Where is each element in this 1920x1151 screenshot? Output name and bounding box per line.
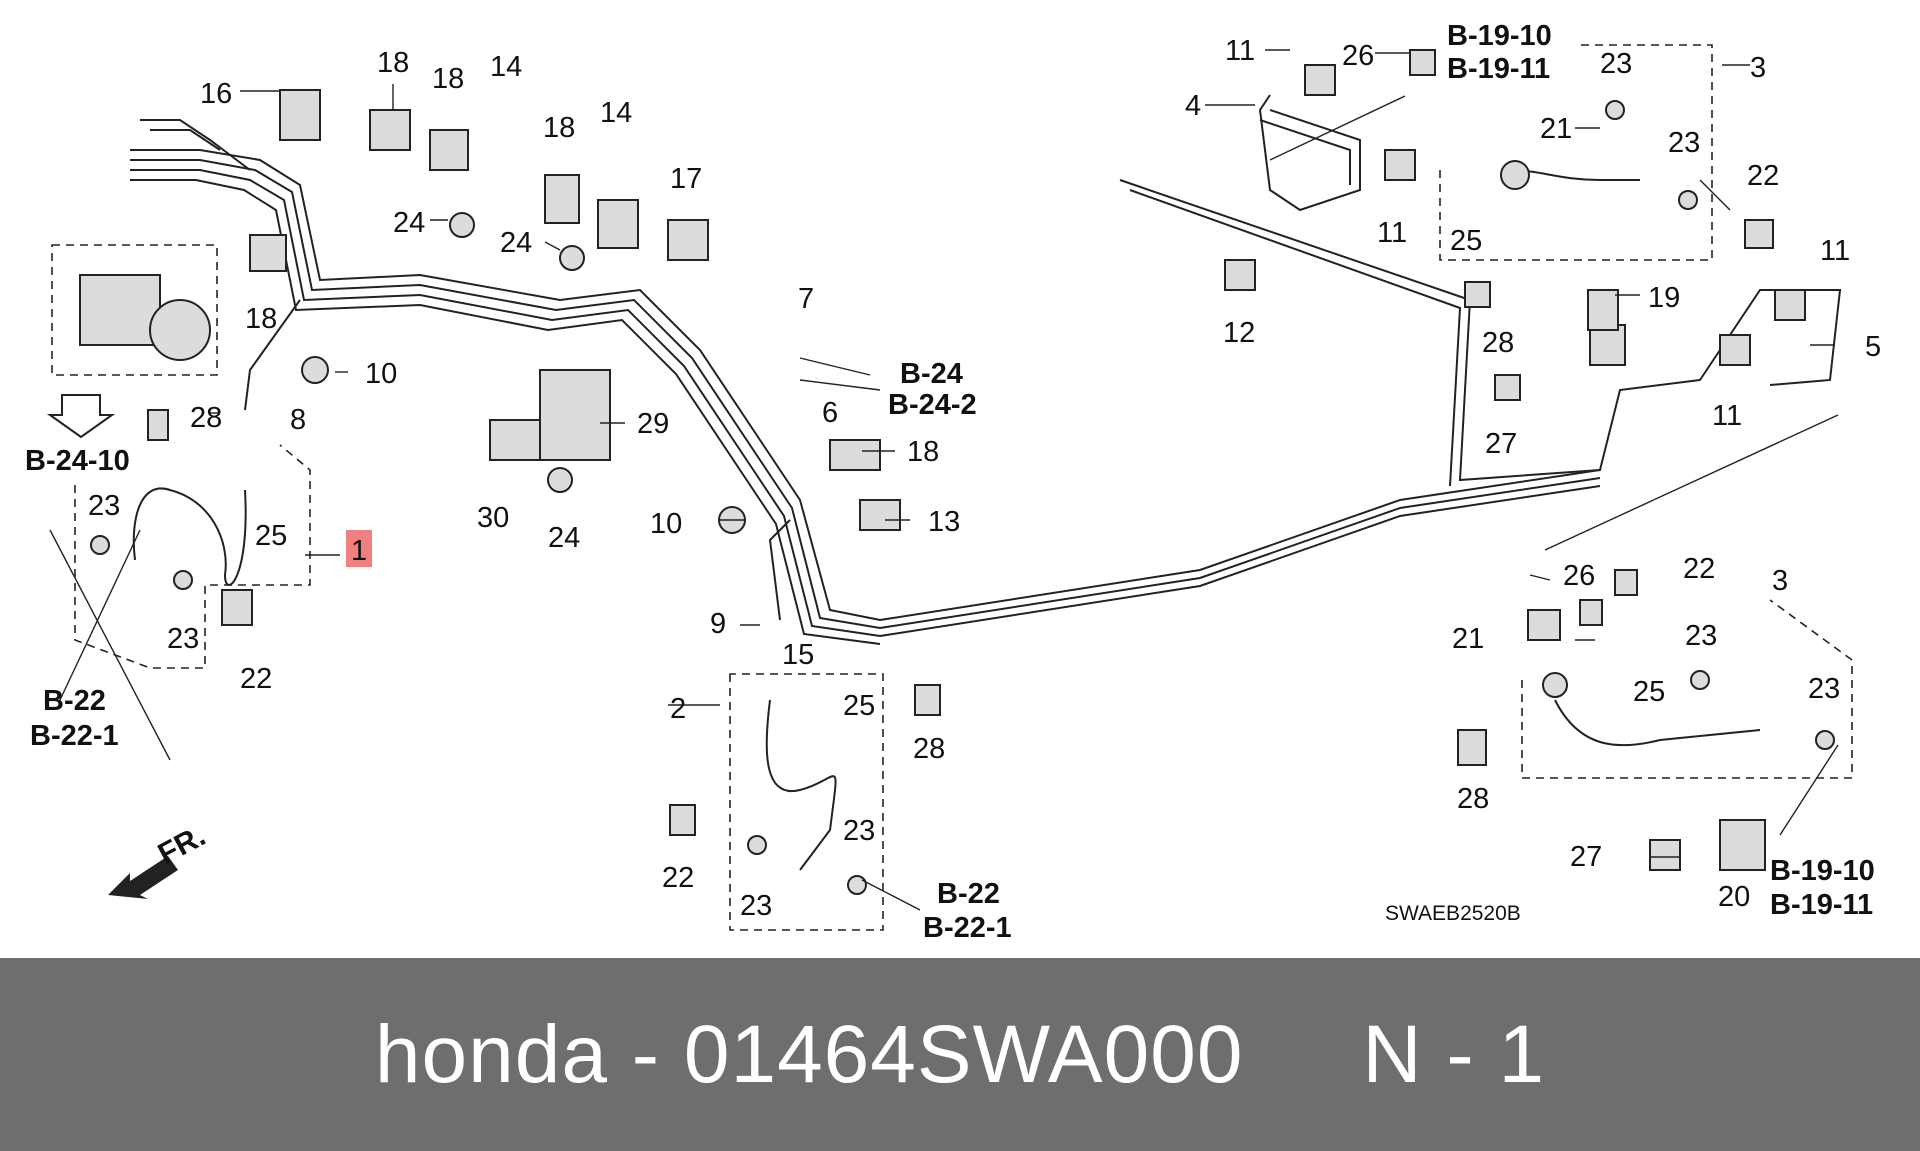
callout-19: 19 (1648, 282, 1680, 314)
callout-22: 22 (1747, 160, 1779, 192)
callout-25: 25 (1450, 225, 1482, 257)
callout-27: 27 (1570, 841, 1602, 873)
footer-caption: honda - 01464SWA000 N - 1 (375, 1008, 1545, 1102)
footer-separator: - (631, 1008, 661, 1100)
ref-b-22: B-22 (937, 878, 1000, 910)
callout-27: 27 (1485, 428, 1517, 460)
callout-22: 22 (240, 663, 272, 695)
callout-29: 29 (637, 408, 669, 440)
callout-24: 24 (500, 227, 532, 259)
callouts: 16 18 18 14 18 14 24 24 17 18 10 28 8 7 … (88, 35, 1881, 922)
callout-18: 18 (377, 47, 409, 79)
highlight-box (346, 530, 372, 567)
callout-20: 20 (1718, 881, 1750, 913)
callout-23: 23 (1600, 48, 1632, 80)
callout-6: 6 (822, 397, 838, 429)
callout-11: 11 (1377, 217, 1407, 249)
callout-1: 1 (351, 535, 367, 567)
callout-23: 23 (167, 623, 199, 655)
callout-28: 28 (190, 402, 222, 434)
callout-17: 17 (670, 163, 702, 195)
callout-3: 3 (1772, 565, 1788, 597)
callout-8: 8 (290, 404, 306, 436)
callout-12: 12 (1223, 317, 1255, 349)
ref-b-24-2: B-24-2 (888, 389, 977, 421)
leader-lines (49, 49, 1839, 911)
callout-10: 10 (650, 508, 682, 540)
down-arrow-icon (46, 394, 116, 439)
callout-15: 15 (782, 639, 814, 671)
front-arrow-icon (108, 856, 178, 899)
ref-b-19-11: B-19-11 (1447, 53, 1550, 85)
ref-b-22-1: B-22-1 (923, 912, 1012, 944)
callout-24: 24 (393, 207, 425, 239)
ref-b-22: B-22 (43, 685, 106, 717)
parts-diagram: FR. 1 16 18 18 14 18 14 24 24 17 18 10 2… (25, 20, 1881, 944)
callout-18: 18 (245, 303, 277, 335)
callout-26: 26 (1342, 40, 1374, 72)
callout-28: 28 (1457, 783, 1489, 815)
callout-22: 22 (1683, 553, 1715, 585)
callout-14: 14 (490, 51, 522, 83)
callout-23: 23 (1808, 673, 1840, 705)
callout-23: 23 (1668, 127, 1700, 159)
callout-18: 18 (907, 436, 939, 468)
callout-11: 11 (1225, 35, 1255, 67)
footer-position: N - 1 (1362, 1008, 1546, 1100)
ref-b-19-10: B-19-10 (1770, 855, 1875, 887)
ref-b-19-11: B-19-11 (1770, 889, 1873, 921)
callout-3: 3 (1750, 52, 1766, 84)
callout-2: 2 (670, 693, 686, 725)
ref-b-24: B-24 (900, 358, 963, 390)
ref-b-19-10: B-19-10 (1447, 20, 1552, 52)
callout-7: 7 (798, 283, 814, 315)
callout-23: 23 (843, 815, 875, 847)
callout-28: 28 (913, 733, 945, 765)
diagram-code: SWAEB2520B (1385, 902, 1521, 925)
footer-bar: honda - 01464SWA000 N - 1 (0, 958, 1920, 1151)
callout-21: 21 (1540, 113, 1572, 145)
callout-26: 26 (1563, 560, 1595, 592)
ref-b-24-10: B-24-10 (25, 445, 130, 477)
ref-b-22-1: B-22-1 (30, 720, 119, 752)
callout-18: 18 (432, 63, 464, 95)
callout-24: 24 (548, 522, 580, 554)
part-shapes (51, 44, 1853, 931)
callout-28: 28 (1482, 327, 1514, 359)
callout-21: 21 (1452, 623, 1484, 655)
callout-16: 16 (200, 78, 232, 110)
callout-13: 13 (928, 506, 960, 538)
callout-4: 4 (1185, 90, 1201, 122)
callout-25: 25 (843, 690, 875, 722)
callout-10: 10 (365, 358, 397, 390)
callout-11: 11 (1712, 400, 1742, 432)
callout-14: 14 (600, 97, 632, 129)
footer-part-number: 01464SWA000 (683, 1008, 1244, 1100)
callout-23: 23 (740, 890, 772, 922)
callout-23: 23 (88, 490, 120, 522)
callout-22: 22 (662, 862, 694, 894)
reference-labels: B-24 B-24-2 B-24-10 B-22 B-22-1 B-22 B-2… (25, 20, 1875, 944)
callout-5: 5 (1865, 331, 1881, 363)
callout-25: 25 (255, 520, 287, 552)
footer-brand: honda (374, 1008, 608, 1100)
callout-25: 25 (1633, 676, 1665, 708)
callout-11: 11 (1820, 235, 1850, 267)
callout-18: 18 (543, 112, 575, 144)
callout-30: 30 (477, 502, 509, 534)
callout-9: 9 (710, 608, 726, 640)
callout-23: 23 (1685, 620, 1717, 652)
